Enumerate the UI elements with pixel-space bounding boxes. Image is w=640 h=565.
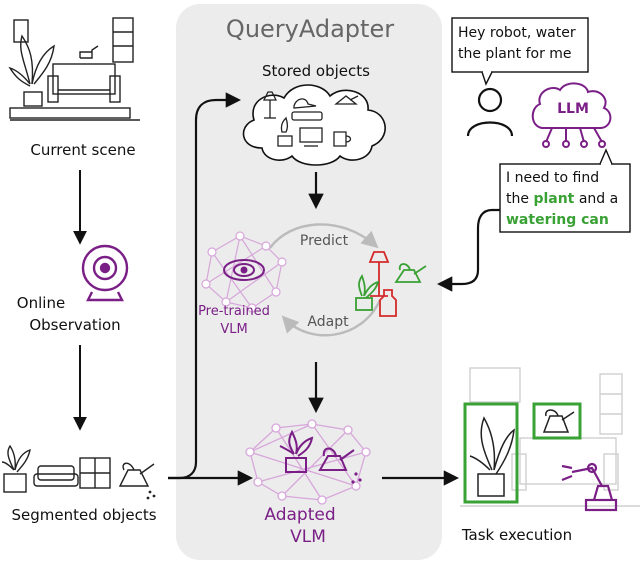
plant-detection-box [463,402,519,504]
segmented-objects-label: Segmented objects [11,506,157,524]
llm-label: LLM [557,101,589,117]
user-request-text: Hey robot, water the plant for me [458,23,584,65]
stored-objects-label: Stored objects [262,62,370,80]
watering-can-detection-box [532,402,582,440]
llm-speech-bubble [499,163,631,233]
bottle-icon [379,289,397,317]
llm-bubble-tail [599,148,613,165]
current-scene-icon [8,17,140,121]
task-execution-label: Task execution [461,526,573,544]
webcam-icon [81,244,129,302]
llm-response-line-1: I need to find [506,170,600,186]
user-request-line-1: Hey robot, water [458,25,576,41]
user-bubble-tail [481,71,493,86]
adapted-water-drops-icon [351,472,362,484]
eye-icon [223,259,265,281]
watering-can-icon [394,263,427,283]
user-request-line-2: the plant for me [458,46,572,62]
stored-objects-cloud [242,84,386,166]
stored-objects-icons [262,91,359,147]
llm-response-plant: plant [533,191,575,207]
llm-response-line-2: the plant and a [506,189,628,210]
adapted-neural-net-icon [245,419,371,505]
water-drops-icon [146,490,156,500]
pretrained-vlm-label-2: VLM [220,322,248,337]
adapt-arrow [281,299,382,337]
detected-plant-icon [469,416,515,497]
neural-net-icon [201,231,287,313]
llm-response-suffix: and a [574,191,619,207]
llm-response-prefix: the [506,191,534,207]
panel-title: QueryAdapter [225,15,395,43]
lamp-icon [368,251,390,297]
user-speech-bubble [451,17,589,73]
person-icon [466,87,514,137]
robot-arm-icon [561,462,618,512]
predict-arrow [269,223,379,249]
pretrained-vlm-label-1: Pre-trained [198,304,270,319]
detected-watering-can-icon [542,409,575,433]
online-observation-label-1: Online [16,294,66,312]
adapt-label: Adapt [307,314,349,330]
plant-icon [355,273,380,311]
llm-brain-icon [531,82,612,148]
current-scene-label: Current scene [30,141,136,159]
llm-response-text: I need to find the plant and a watering … [506,168,628,231]
llm-response-watering-can: watering can [506,212,609,228]
arrow-llm-to-prediction [436,208,500,292]
predict-label: Predict [299,233,349,249]
segmented-objects-icons [1,444,155,493]
adapted-vlm-label-1: Adapted [264,505,336,525]
adapted-plant-icon [279,429,314,473]
online-observation-label-2: Observation [29,316,121,334]
adapted-vlm-label-2: VLM [290,527,326,547]
adapted-watering-can-icon [318,447,355,471]
